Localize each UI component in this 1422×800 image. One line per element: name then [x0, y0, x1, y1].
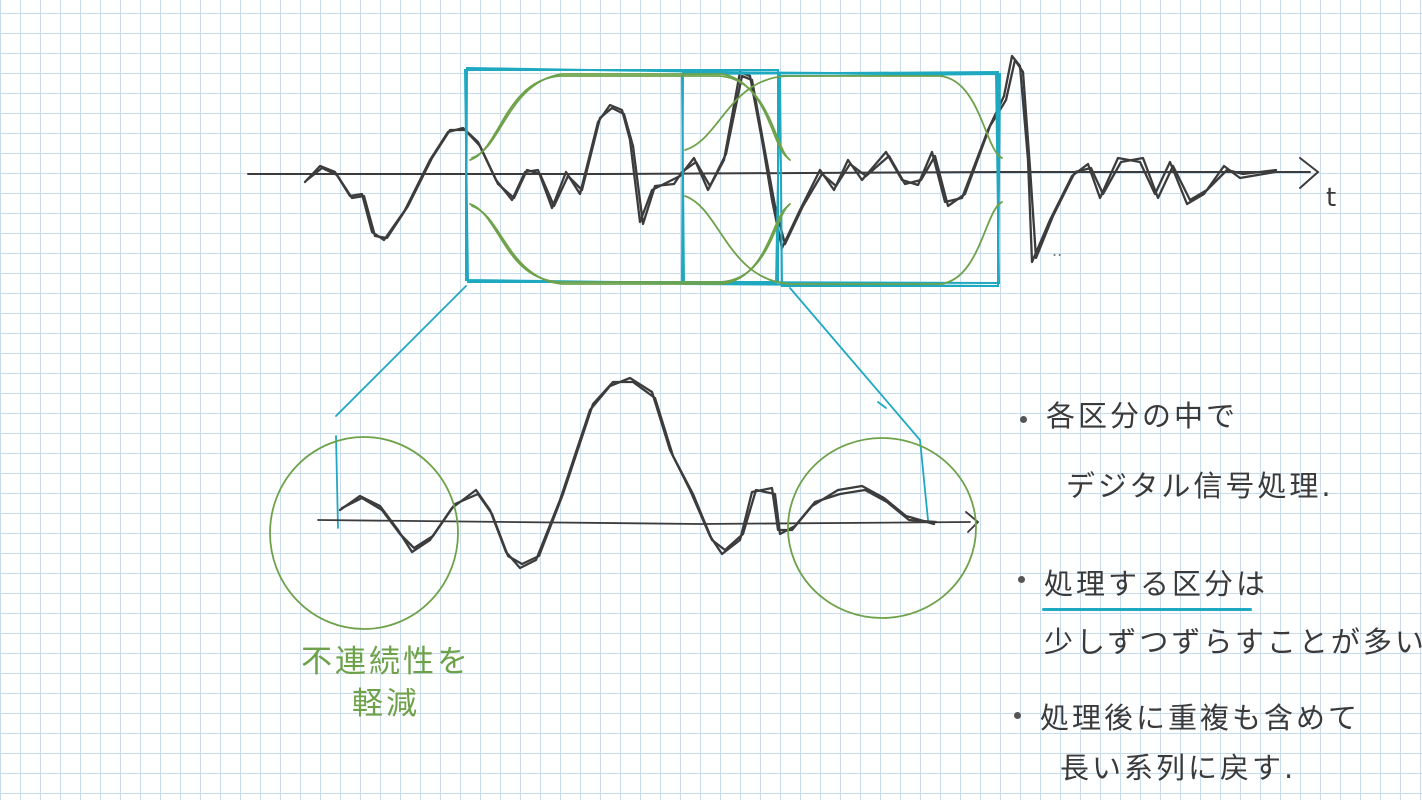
discontinuity-label-line2: 軽減	[352, 685, 420, 722]
bullet-dot-2	[1018, 576, 1025, 583]
bullet-dot-3	[1014, 712, 1021, 719]
note2-emphasis: 処理する区分	[1044, 567, 1237, 601]
window-functions	[469, 73, 1003, 285]
note2-line1-rest: は	[1236, 567, 1269, 601]
note3-line1: 処理後に重複も含めて	[1040, 701, 1361, 735]
note1-line1: 各区分の中で	[1046, 399, 1239, 433]
discontinuity-label: 不連続性を 軽減	[296, 642, 476, 726]
time-axis	[247, 157, 1320, 189]
discontinuity-circles	[269, 436, 977, 630]
windowed-waveform	[338, 376, 938, 570]
note1-line2: デジタル信号処理.	[1066, 469, 1334, 503]
bullet-dot-1	[1020, 416, 1027, 423]
segment-frame-3	[778, 72, 1002, 287]
note2-line1: 処理する区分は	[1044, 567, 1269, 601]
segment-frame-1	[463, 69, 779, 283]
right-discontinuity-circle	[787, 437, 977, 619]
zoom-axis	[317, 511, 980, 533]
note2-line2: 少しずつずらすことが多い	[1044, 625, 1422, 659]
left-discontinuity-circle	[269, 436, 459, 630]
zoom-connectors	[335, 285, 929, 529]
note2-underline	[1042, 608, 1252, 611]
trailing-ellipsis: ..	[1052, 241, 1062, 260]
discontinuity-label-line1: 不連続性を	[301, 644, 471, 680]
signal-waveform	[303, 54, 1278, 264]
segment-frames	[463, 66, 1002, 288]
axis-label-t: t	[1326, 183, 1336, 213]
note3-line2: 長い系列に戻す.	[1060, 751, 1297, 785]
